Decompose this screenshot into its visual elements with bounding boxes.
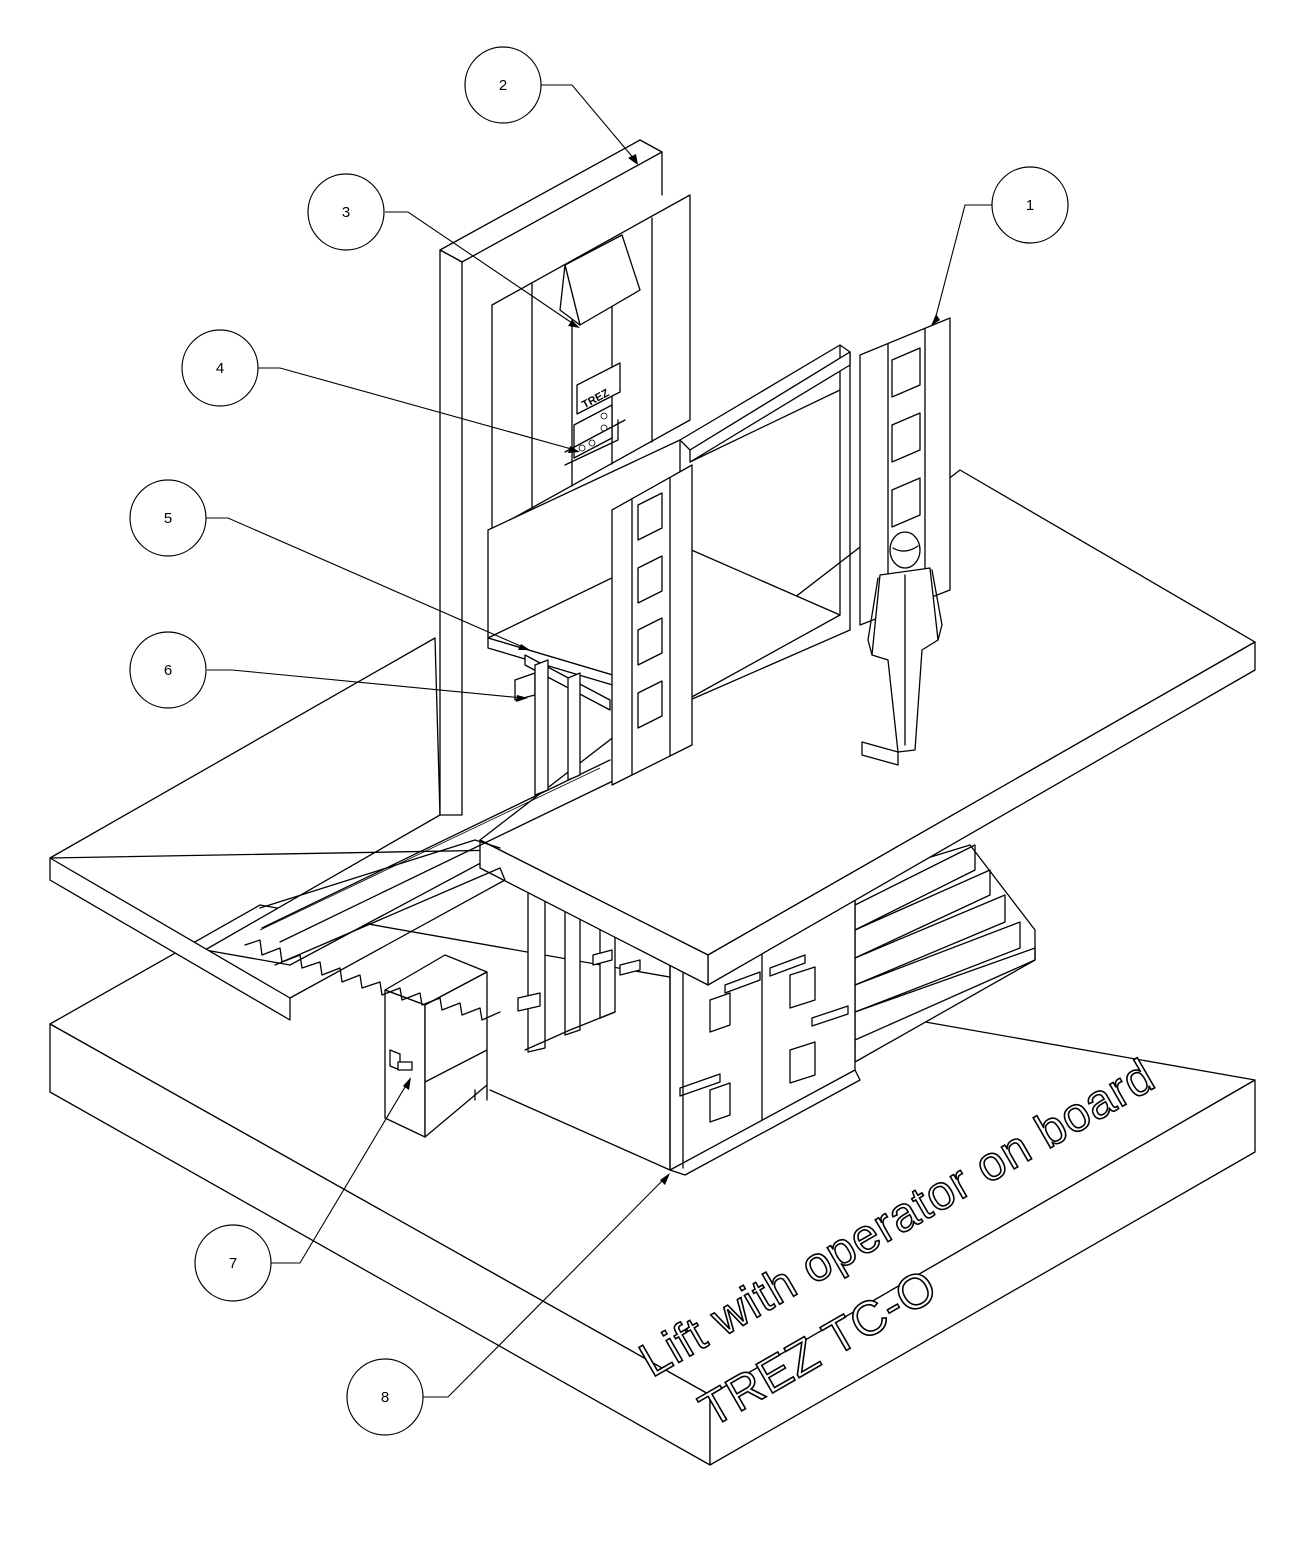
lower-guide-rails	[489, 874, 671, 1171]
ground-slab	[49, 904, 1256, 1466]
svg-text:2: 2	[499, 77, 507, 94]
svg-text:6: 6	[164, 662, 172, 679]
control-cabinet	[384, 954, 488, 1138]
svg-text:1: 1	[1026, 197, 1034, 214]
callout-4: 4	[181, 329, 259, 407]
lower-stairs	[854, 844, 1036, 1063]
upper-floor-slab	[49, 469, 1256, 1021]
platform-folding-door	[611, 464, 693, 786]
operator-figure	[861, 531, 943, 766]
svg-text:5: 5	[164, 510, 172, 527]
column-wall	[439, 139, 663, 816]
callout-5: 5	[129, 479, 207, 557]
leader-lines	[205, 84, 992, 1398]
upper-stairs	[244, 759, 616, 1021]
callout-6: 6	[129, 631, 207, 709]
svg-text:4: 4	[216, 360, 224, 377]
callout-7: 7	[194, 1224, 272, 1302]
mast-panel: TREZ	[491, 194, 691, 531]
callout-2: 2	[464, 46, 542, 124]
callout-3: 3	[307, 173, 385, 251]
svg-text:3: 3	[342, 204, 350, 221]
svg-text:7: 7	[229, 1255, 237, 1272]
callout-1: 1	[991, 166, 1069, 244]
upper-landing-door	[859, 317, 951, 626]
svg-text:8: 8	[381, 1389, 389, 1406]
callout-8: 8	[346, 1358, 424, 1436]
